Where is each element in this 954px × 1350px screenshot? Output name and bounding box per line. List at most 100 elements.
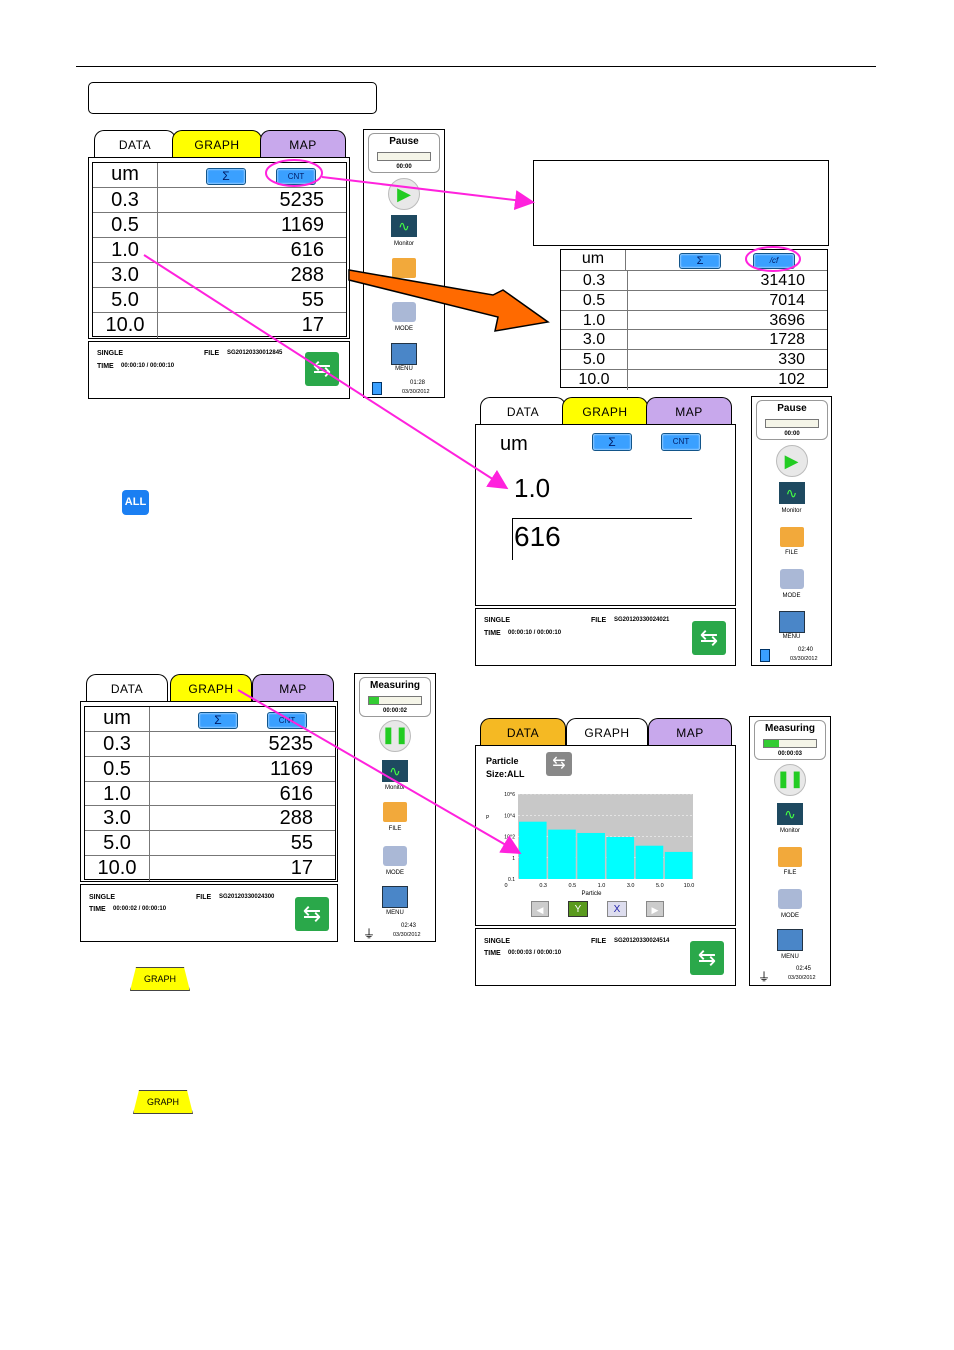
x-axis-title: Particle <box>581 891 602 897</box>
tab-graph[interactable]: GRAPH <box>562 397 648 425</box>
tab-data[interactable]: DATA <box>480 397 566 425</box>
count-cell: 288 <box>279 807 313 830</box>
swap-arrow-button[interactable]: ⇆ <box>295 897 329 931</box>
state-label: Pause <box>777 403 807 414</box>
cnt-button[interactable]: CNT <box>276 168 316 185</box>
clock: 02:45 <box>796 966 812 972</box>
count-cell: 1169 <box>269 757 313 780</box>
tab-graph[interactable]: GRAPH <box>172 130 262 158</box>
prev-icon[interactable]: ◀ <box>531 901 549 917</box>
detail-cnt-button[interactable]: CNT <box>661 433 701 451</box>
count-cell: 616 <box>290 239 324 261</box>
mode-icon[interactable] <box>778 889 802 909</box>
tab-bar-2: DATA GRAPH MAP <box>476 397 736 425</box>
pause-icon[interactable]: ❚❚ <box>774 764 806 796</box>
cf-sum-button[interactable]: Σ <box>679 253 721 269</box>
y-tick-label: 1 <box>512 856 515 862</box>
swap-arrow-button[interactable]: ⇆ <box>690 941 724 975</box>
menu-icon[interactable] <box>777 929 803 951</box>
size-cell: 1.0 <box>561 310 628 331</box>
status-time-label: TIME <box>89 906 106 913</box>
tab-data[interactable]: DATA <box>86 674 168 702</box>
tab-data[interactable]: DATA <box>94 130 176 158</box>
cf-button[interactable]: /cf <box>753 253 795 269</box>
cnt-button[interactable]: CNT <box>267 712 307 729</box>
mode-icon[interactable] <box>383 846 407 866</box>
unit-header: um <box>93 163 158 187</box>
mode-icon[interactable] <box>779 569 804 589</box>
x-tick-label: 10.0 <box>684 883 695 889</box>
plug-icon: ⏚ <box>363 927 376 941</box>
status-panel-2: SINGLE FILE SG20120330024021 TIME 00:00:… <box>475 608 736 666</box>
tab-map[interactable]: MAP <box>646 397 732 425</box>
status-panel-4: SINGLE FILE SG20120330024514 TIME 00:00:… <box>475 928 736 986</box>
play-icon[interactable]: ▶ <box>775 445 808 477</box>
pause-icon[interactable]: ❚❚ <box>379 720 411 752</box>
menu-icon[interactable] <box>382 886 408 908</box>
next-icon[interactable]: ▶ <box>646 901 664 917</box>
monitor-icon[interactable]: ∿ <box>382 760 408 782</box>
sum-button[interactable]: Σ <box>198 712 238 729</box>
x-tick-label: 3.0 <box>627 883 635 889</box>
file-icon[interactable] <box>778 847 802 867</box>
clock: 02:43 <box>401 923 417 929</box>
tab-map[interactable]: MAP <box>648 718 732 746</box>
menu-icon[interactable] <box>391 343 417 365</box>
tab-graph[interactable]: GRAPH <box>170 674 252 702</box>
swap-arrow-button[interactable]: ⇆ <box>692 621 726 655</box>
tab-map[interactable]: MAP <box>252 674 334 702</box>
tab-data[interactable]: DATA <box>480 718 566 746</box>
bar <box>606 836 635 879</box>
tab-bar-4: DATA GRAPH MAP <box>476 718 736 746</box>
count-cell: 17 <box>301 314 324 336</box>
play-icon[interactable]: ▶ <box>388 178 420 210</box>
detail-sum-button[interactable]: Σ <box>592 433 632 451</box>
file-icon[interactable] <box>392 258 416 278</box>
status-file-label: FILE <box>591 938 607 945</box>
mode-icon[interactable] <box>392 302 416 322</box>
swap-icon[interactable]: ⇆ <box>546 752 572 776</box>
menu-icon[interactable] <box>778 611 805 633</box>
status-time: 00:00:03 / 00:00:10 <box>508 950 562 956</box>
file-icon[interactable] <box>383 802 407 822</box>
tab-graph[interactable]: GRAPH <box>566 718 648 746</box>
swap-arrow-button[interactable]: ⇆ <box>305 352 339 386</box>
monitor-icon[interactable]: ∿ <box>777 803 803 825</box>
file-icon[interactable] <box>779 527 804 547</box>
monitor-label: Monitor <box>781 508 802 514</box>
size-cell: 0.3 <box>93 188 158 213</box>
table-row[interactable]: 0.3 5235 <box>93 187 346 213</box>
count-cell: 5235 <box>279 189 325 211</box>
file-label: FILE <box>785 550 798 556</box>
battery-icon <box>760 649 770 662</box>
y-axis-title: P <box>486 815 490 821</box>
monitor-icon[interactable]: ∿ <box>778 482 805 504</box>
bar <box>548 829 576 879</box>
y-axis-button[interactable]: Y <box>568 901 588 917</box>
tab-map[interactable]: MAP <box>260 130 346 158</box>
sum-button[interactable]: Σ <box>206 168 246 185</box>
count-cell: 330 <box>778 351 805 369</box>
x-axis-button[interactable]: X <box>607 901 627 917</box>
monitor-icon[interactable]: ∿ <box>391 215 417 237</box>
